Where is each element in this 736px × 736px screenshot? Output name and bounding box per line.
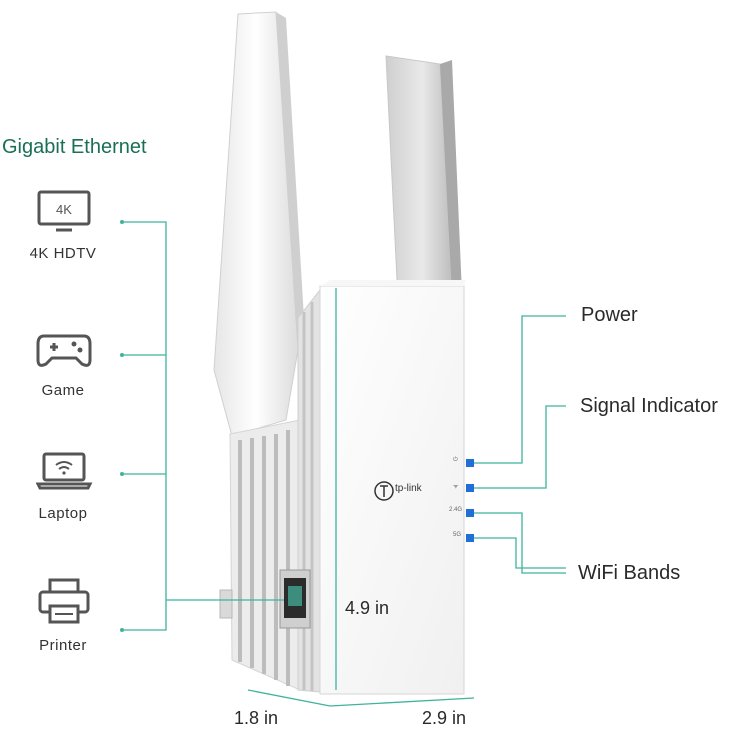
brand-text: tp-link	[395, 483, 422, 494]
power-label: Power	[581, 304, 638, 326]
height-dimension: 4.9 in	[345, 598, 390, 618]
led-signal	[466, 484, 474, 492]
left-antenna	[213, 11, 306, 437]
gigabit-ethernet-heading: Gigabit Ethernet	[2, 136, 147, 158]
ethernet-port	[279, 569, 311, 629]
tv-icon: 4K	[36, 190, 96, 240]
depth-dimension: 1.8 in	[234, 708, 279, 728]
led-label-signal: ᯤ	[453, 484, 459, 490]
gamepad-icon	[36, 328, 96, 378]
brand-logo-mark	[380, 485, 388, 497]
callout-lines	[122, 221, 566, 707]
brand-logo-icon	[374, 481, 394, 501]
printer-icon	[36, 578, 96, 628]
laptop-wifi-icon	[35, 450, 96, 500]
led-label-5g: 5G	[453, 532, 462, 538]
device-label-printer: Printer	[39, 637, 87, 654]
tv-screen-text: 4K	[56, 202, 72, 217]
led-power	[466, 459, 474, 467]
led-label-power: ⏻	[453, 457, 458, 463]
width-dimension: 2.9 in	[422, 708, 467, 728]
front-panel	[319, 280, 466, 695]
callout-dots	[120, 220, 124, 632]
led-indicators	[466, 459, 474, 542]
device-label-tv: 4K HDTV	[29, 245, 97, 262]
led-5g	[466, 534, 474, 542]
led-label-2g: 2.4G	[449, 507, 463, 513]
signal-indicator-label: Signal Indicator	[580, 395, 718, 417]
device-label-laptop: Laptop	[38, 505, 88, 522]
right-antenna	[385, 55, 462, 301]
device-label-game: Game	[41, 382, 85, 399]
wifi-bands-label: WiFi Bands	[578, 562, 681, 584]
led-2g	[466, 509, 474, 517]
